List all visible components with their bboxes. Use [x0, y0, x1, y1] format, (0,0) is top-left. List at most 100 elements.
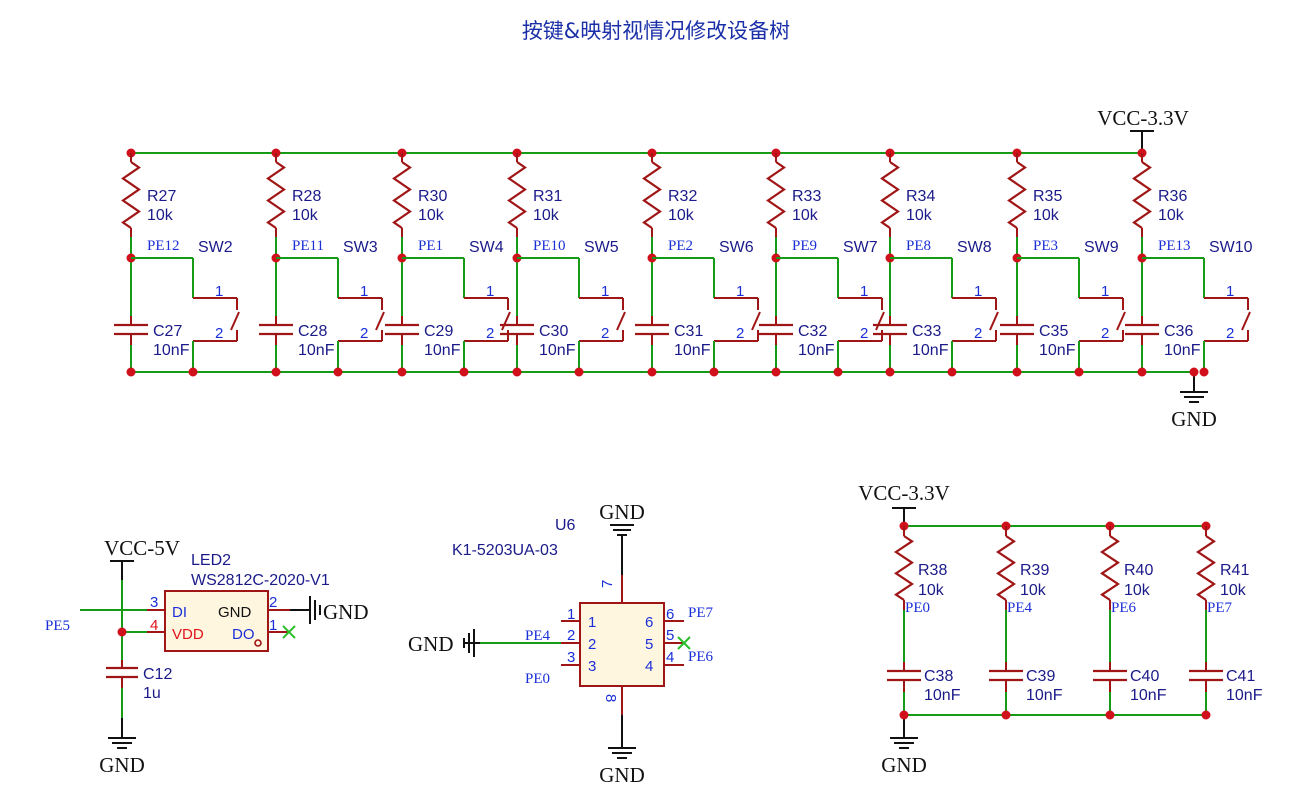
net-label: PE4 — [1007, 600, 1033, 616]
resistor-ref: R34 — [906, 188, 935, 205]
u6-pin-7: 7 — [599, 580, 616, 588]
c12-val: 1u — [143, 685, 161, 702]
bank-junction-bottom — [899, 710, 909, 720]
resistor-body — [880, 161, 900, 229]
u6-pin-8: 8 — [602, 694, 619, 702]
cap-ref: C32 — [798, 323, 827, 340]
net-label: PE9 — [792, 238, 817, 254]
cap-ref: C39 — [1026, 668, 1055, 685]
resistor-body — [642, 161, 662, 229]
resistor-ref: R39 — [1020, 562, 1049, 579]
bank-junction-bottom — [1105, 710, 1115, 720]
switch-lever — [230, 311, 240, 331]
resistor-body — [1196, 535, 1216, 601]
resistor-ref: R33 — [792, 188, 821, 205]
rail-junction-cap — [512, 367, 522, 377]
cap-val: 10nF — [153, 342, 190, 359]
led-pin-do: DO — [232, 626, 255, 643]
net-label: PE7 — [1207, 600, 1233, 616]
u6-pin-5-name: 5 — [645, 636, 653, 653]
resistor-body — [1132, 161, 1152, 229]
switch-ref: SW3 — [343, 239, 378, 256]
resistor-val: 10k — [418, 207, 445, 224]
resistor-val: 10k — [1220, 582, 1247, 599]
cap-val: 10nF — [298, 342, 335, 359]
resistor-val: 10k — [792, 207, 819, 224]
resistor-body — [266, 161, 286, 229]
resistor-body — [1100, 535, 1120, 601]
vcc5-label: VCC-5V — [104, 536, 180, 560]
cap-ref: C33 — [912, 323, 941, 340]
u6-part: K1-5203UA-03 — [452, 542, 558, 559]
switch-pin2-num: 2 — [360, 325, 368, 342]
button-array: VCC-3.3V GND — [131, 106, 1217, 431]
switch-ref: SW6 — [719, 239, 754, 256]
u6-pin-4-name: 4 — [645, 658, 653, 675]
rail-junction-cap — [397, 367, 407, 377]
net-label: PE0 — [905, 600, 930, 616]
u6-net-pe6: PE6 — [688, 649, 714, 665]
cap-val: 10nF — [1039, 342, 1076, 359]
cap-ref: C35 — [1039, 323, 1068, 340]
switch-lever — [1241, 311, 1251, 331]
switch-pin1-num: 1 — [736, 283, 744, 300]
u6-net-pe7: PE7 — [688, 605, 714, 621]
switch-pin2-num: 2 — [486, 325, 494, 342]
switch-lever — [989, 311, 999, 331]
resistor-val: 10k — [292, 207, 319, 224]
switch-ref: SW7 — [843, 239, 878, 256]
resistor-val: 10k — [1158, 207, 1185, 224]
resistor-body — [121, 161, 141, 229]
u6-pin-5-num: 5 — [666, 627, 674, 644]
u6-pin-2-name: 2 — [588, 636, 596, 653]
resistor-val: 10k — [918, 582, 945, 599]
resistor-ref: R27 — [147, 188, 176, 205]
bank-junction-bottom — [1001, 710, 1011, 720]
resistor-body — [894, 535, 914, 601]
rail-junction-cap — [1012, 367, 1022, 377]
resistor-val: 10k — [1124, 582, 1151, 599]
switch-pin1-num: 1 — [1101, 283, 1109, 300]
resistor-body — [1007, 161, 1027, 229]
cap-ref: C30 — [539, 323, 568, 340]
net-label: PE8 — [906, 238, 931, 254]
gnd-label-led-right: GND — [323, 600, 369, 624]
switch-pin1-num: 1 — [860, 283, 868, 300]
switch-pin1-num: 1 — [215, 283, 223, 300]
rail-junction-cap — [271, 367, 281, 377]
led-pin-1: 1 — [269, 617, 277, 634]
led-pin-vdd: VDD — [172, 626, 204, 643]
net-label: PE11 — [292, 238, 324, 254]
cap-ref: C40 — [1130, 668, 1159, 685]
cap-ref: C28 — [298, 323, 327, 340]
switch-ref: SW4 — [469, 239, 504, 256]
switch-pin2-num: 2 — [736, 325, 744, 342]
u6-ref: U6 — [555, 517, 576, 534]
u6-pin-1-num: 1 — [567, 606, 575, 623]
switch-lever — [751, 311, 761, 331]
u6-pin-6-name: 6 — [645, 614, 653, 631]
gnd-label-bank: GND — [881, 753, 927, 777]
rail-junction-switch — [709, 367, 719, 377]
u6-pin-6-num: 6 — [666, 606, 674, 623]
rail-junction-switch — [1074, 367, 1084, 377]
led-pin-2: 2 — [269, 594, 277, 611]
resistor-ref: R30 — [418, 188, 447, 205]
switch-ref: SW2 — [198, 239, 233, 256]
ic-block: U6 K1-5203UA-03 GND 7 8 1 2 3 1 2 3 6 5 … — [408, 500, 714, 787]
switch-lever — [1116, 311, 1126, 331]
resistor-ref: R38 — [918, 562, 947, 579]
switch-pin2-num: 2 — [1226, 325, 1234, 342]
switch-pin1-num: 1 — [360, 283, 368, 300]
u6-pin-1-name: 1 — [588, 614, 596, 631]
switch-lever — [875, 311, 885, 331]
